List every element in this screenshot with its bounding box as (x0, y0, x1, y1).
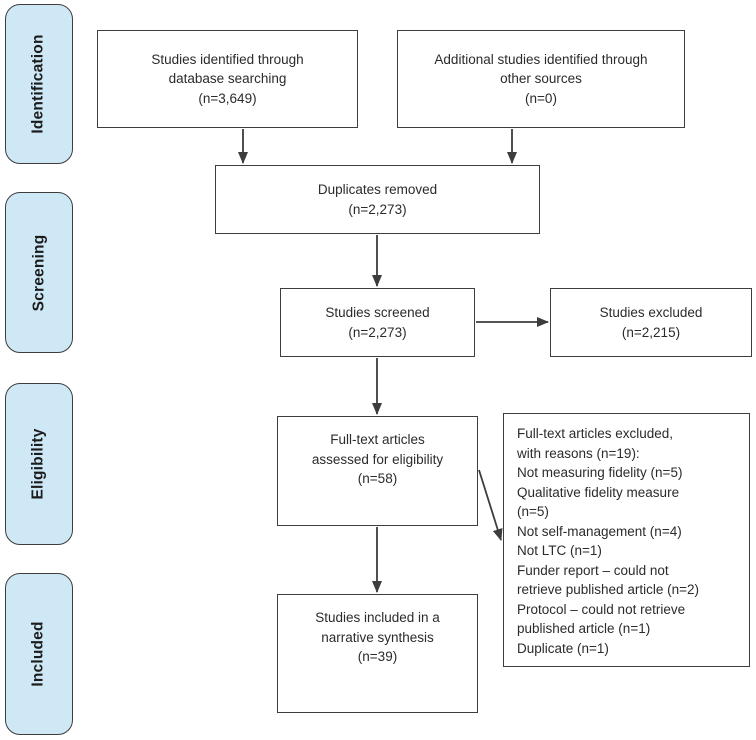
stage-eligibility-label: Eligibility (30, 428, 48, 500)
box-studies-identified-text: Studies identified through database sear… (151, 51, 304, 106)
stage-identification-label: Identification (30, 34, 47, 134)
box-studies-included-text: Studies included in a narrative synthesi… (315, 610, 440, 664)
box-studies-included: Studies included in a narrative synthesi… (277, 594, 478, 713)
box-fulltext-excluded-reasons: Full-text articles excluded, with reason… (503, 413, 750, 667)
box-duplicates-removed: Duplicates removed (n=2,273) (215, 165, 540, 234)
box-studies-excluded: Studies excluded (n=2,215) (550, 288, 752, 357)
box-fulltext-assessed-text: Full-text articles assessed for eligibil… (311, 432, 444, 486)
stage-identification: Identification (5, 4, 73, 164)
box-studies-screened-text: Studies screened (n=2,273) (325, 305, 430, 340)
stage-included: Included (5, 573, 73, 735)
stage-included-label: Included (29, 621, 47, 687)
box-fulltext-excluded-reasons-text: Full-text articles excluded, with reason… (517, 426, 699, 656)
box-additional-studies: Additional studies identified through ot… (397, 30, 685, 128)
stage-screening: Screening (5, 192, 73, 353)
box-duplicates-removed-text: Duplicates removed (n=2,273) (317, 182, 438, 217)
box-fulltext-assessed: Full-text articles assessed for eligibil… (277, 416, 478, 526)
box-studies-identified: Studies identified through database sear… (97, 30, 358, 128)
box-studies-excluded-text: Studies excluded (n=2,215) (599, 305, 703, 340)
box-studies-screened: Studies screened (n=2,273) (280, 288, 475, 357)
stage-eligibility: Eligibility (5, 383, 73, 545)
stage-screening-label: Screening (30, 234, 47, 311)
box-additional-studies-text: Additional studies identified through ot… (434, 51, 648, 106)
arrow-fulltext-to-reasons (478, 469, 503, 541)
